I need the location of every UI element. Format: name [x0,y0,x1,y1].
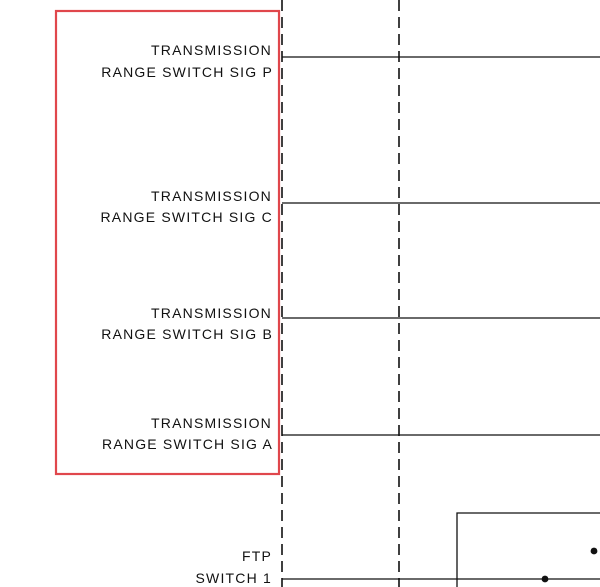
pin-label-sig-a-line2: RANGE SWITCH SIG A [102,436,273,452]
pin-label-sig-c-line2: RANGE SWITCH SIG C [101,209,274,225]
highlight-box [54,9,281,476]
switch-component-box [456,512,600,587]
pin-label-sig-p-line2: RANGE SWITCH SIG P [101,64,273,80]
pin-label-sig-p-line1: TRANSMISSION [151,42,272,58]
pin-label-ftp-line1: FTP [242,548,272,564]
pin-label-ftp-line2: SWITCH 1 [196,570,273,586]
switch-contact-dot [590,547,598,555]
pin-label-sig-c-line1: TRANSMISSION [151,188,272,204]
switch-contact-dot [541,575,549,583]
pin-label-sig-a-line1: TRANSMISSION [151,415,272,431]
pin-label-sig-b-line1: TRANSMISSION [151,305,272,321]
pin-label-sig-b-line2: RANGE SWITCH SIG B [101,326,273,342]
